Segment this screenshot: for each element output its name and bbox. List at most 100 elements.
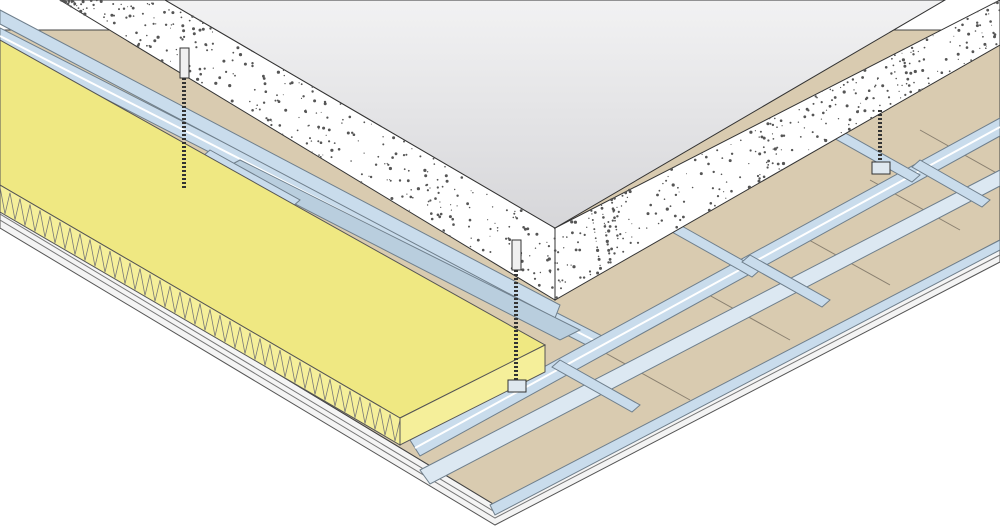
- concrete-speckle: [196, 77, 200, 81]
- concrete-speckle: [164, 23, 168, 26]
- concrete-speckle: [153, 17, 155, 19]
- concrete-speckle: [778, 168, 780, 170]
- concrete-speckle: [805, 107, 809, 111]
- concrete-speckle: [762, 146, 765, 149]
- concrete-speckle: [489, 235, 491, 237]
- concrete-speckle: [638, 227, 641, 229]
- concrete-speckle: [92, 3, 95, 7]
- concrete-speckle: [256, 104, 259, 106]
- concrete-speckle: [73, 2, 76, 5]
- concrete-speckle: [496, 230, 499, 232]
- concrete-speckle: [756, 174, 760, 178]
- concrete-speckle: [320, 111, 322, 113]
- concrete-speckle: [725, 197, 727, 199]
- concrete-speckle: [967, 32, 971, 36]
- concrete-speckle: [909, 90, 912, 94]
- concrete-speckle: [870, 116, 873, 120]
- concrete-speckle: [811, 113, 815, 117]
- concrete-speckle: [198, 67, 202, 71]
- concrete-speckle: [390, 197, 394, 200]
- cross-members: [201, 129, 991, 413]
- concrete-speckle: [754, 150, 757, 153]
- concrete-speckle: [276, 94, 278, 97]
- concrete-speckle: [508, 242, 511, 245]
- concrete-speckle: [986, 8, 990, 12]
- concrete-speckle: [842, 83, 845, 86]
- concrete-speckle: [521, 268, 525, 272]
- concrete-speckle: [749, 130, 753, 134]
- concrete-speckle: [825, 109, 828, 111]
- concrete-speckle: [350, 160, 352, 162]
- concrete-speckle: [410, 189, 413, 191]
- concrete-speckle: [199, 72, 202, 76]
- concrete-speckle: [214, 81, 218, 85]
- concrete-speckle: [529, 255, 531, 257]
- concrete-speckle: [192, 32, 196, 36]
- concrete-speckle: [607, 248, 611, 252]
- concrete-speckle: [398, 179, 402, 182]
- concrete-speckle: [407, 169, 410, 172]
- concrete-speckle: [857, 106, 860, 108]
- concrete-speckle: [993, 33, 997, 36]
- concrete-speckle: [563, 247, 565, 249]
- concrete-speckle: [608, 252, 611, 255]
- concrete-speckle: [993, 35, 996, 39]
- concrete-speckle: [965, 41, 968, 44]
- concrete-speckle: [917, 50, 919, 53]
- concrete-speckle: [901, 58, 906, 62]
- concrete-speckle: [758, 136, 760, 138]
- concrete-speckle: [665, 179, 668, 182]
- concrete-speckle: [861, 76, 864, 79]
- concrete-speckle: [890, 72, 893, 75]
- concrete-speckle: [547, 255, 549, 257]
- concrete-speckle: [780, 134, 784, 138]
- concrete-speckle: [602, 216, 605, 219]
- hanger-rod: [179, 47, 190, 190]
- concrete-speckle: [610, 247, 613, 251]
- concrete-speckle: [557, 251, 560, 254]
- concrete-speckle: [797, 121, 800, 123]
- concrete-speckle: [776, 146, 779, 149]
- concrete-speckle: [512, 216, 515, 219]
- concrete-speckle: [135, 31, 138, 35]
- concrete-speckle: [317, 125, 320, 129]
- concrete-speckle: [132, 15, 135, 17]
- concrete-speckle: [406, 193, 408, 195]
- concrete-speckle: [714, 204, 716, 207]
- concrete-speckle: [80, 3, 83, 6]
- concrete-speckle: [441, 185, 444, 188]
- concrete-speckle: [546, 241, 548, 243]
- concrete-speckle: [476, 238, 480, 242]
- concrete-speckle: [747, 185, 752, 189]
- concrete-speckle: [976, 10, 979, 13]
- concrete-speckle: [556, 262, 558, 264]
- concrete-speckle: [776, 126, 778, 128]
- concrete-speckle: [330, 156, 333, 159]
- main-channel-runner: [0, 9, 611, 353]
- concrete-speckle: [249, 100, 251, 103]
- concrete-speckle: [612, 210, 615, 213]
- concrete-speckle: [811, 131, 814, 134]
- concrete-speckle: [284, 108, 288, 112]
- concrete-speckle: [620, 205, 623, 207]
- concrete-speckle: [609, 261, 612, 264]
- concrete-speckle: [589, 273, 592, 276]
- concrete-speckle: [846, 81, 849, 84]
- concrete-speckle: [670, 168, 673, 171]
- concrete-speckle: [310, 140, 313, 142]
- concrete-speckle: [646, 212, 650, 216]
- concrete-speckle: [907, 84, 911, 87]
- concrete-speckle: [533, 277, 537, 280]
- concrete-speckle: [760, 135, 764, 139]
- concrete-speckle: [439, 212, 443, 216]
- concrete-speckle: [725, 181, 728, 183]
- concrete-speckle: [675, 225, 678, 229]
- concrete-speckle: [300, 97, 303, 99]
- concrete-speckle: [305, 109, 307, 111]
- concrete-speckle: [631, 236, 633, 238]
- concrete-speckle: [593, 211, 597, 214]
- concrete-speckle: [408, 209, 410, 211]
- concrete-speckle: [357, 140, 359, 142]
- concrete-speckle: [282, 94, 284, 96]
- concrete-speckle: [444, 174, 448, 178]
